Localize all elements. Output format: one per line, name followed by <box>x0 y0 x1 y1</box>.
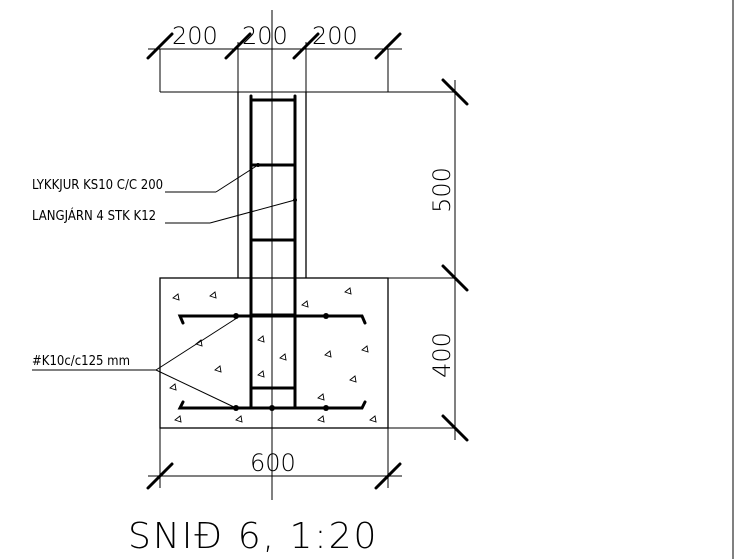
top-dim-1: 200 <box>172 22 218 50</box>
top-dim-3: 200 <box>312 22 358 50</box>
footing <box>159 277 455 429</box>
footing-height-dim: 400 <box>428 332 456 378</box>
top-dim-2: 200 <box>242 22 288 50</box>
concrete-aggregate <box>169 287 377 423</box>
stirrup-label: LYKKJUR KS10 C/C 200 <box>32 178 163 193</box>
top-dimension: 200 200 200 <box>146 22 402 92</box>
longitudinal-label: LANGJÁRN 4 STK K12 <box>32 208 156 224</box>
mesh-label: #K10c/c125 mm <box>32 354 130 369</box>
wall-stem <box>160 91 455 278</box>
footing-width-dim: 600 <box>250 449 296 477</box>
right-dimension: 500 400 <box>428 78 469 442</box>
annotations: LYKKJUR KS10 C/C 200 LANGJÁRN 4 STK K12 … <box>32 163 297 409</box>
footing-mesh <box>177 313 367 411</box>
bottom-dimension: 600 <box>146 428 402 490</box>
stirrup-cage <box>249 94 297 410</box>
section-title: SNIÐ 6, 1:20 <box>128 516 378 557</box>
wall-height-dim: 500 <box>428 167 456 213</box>
